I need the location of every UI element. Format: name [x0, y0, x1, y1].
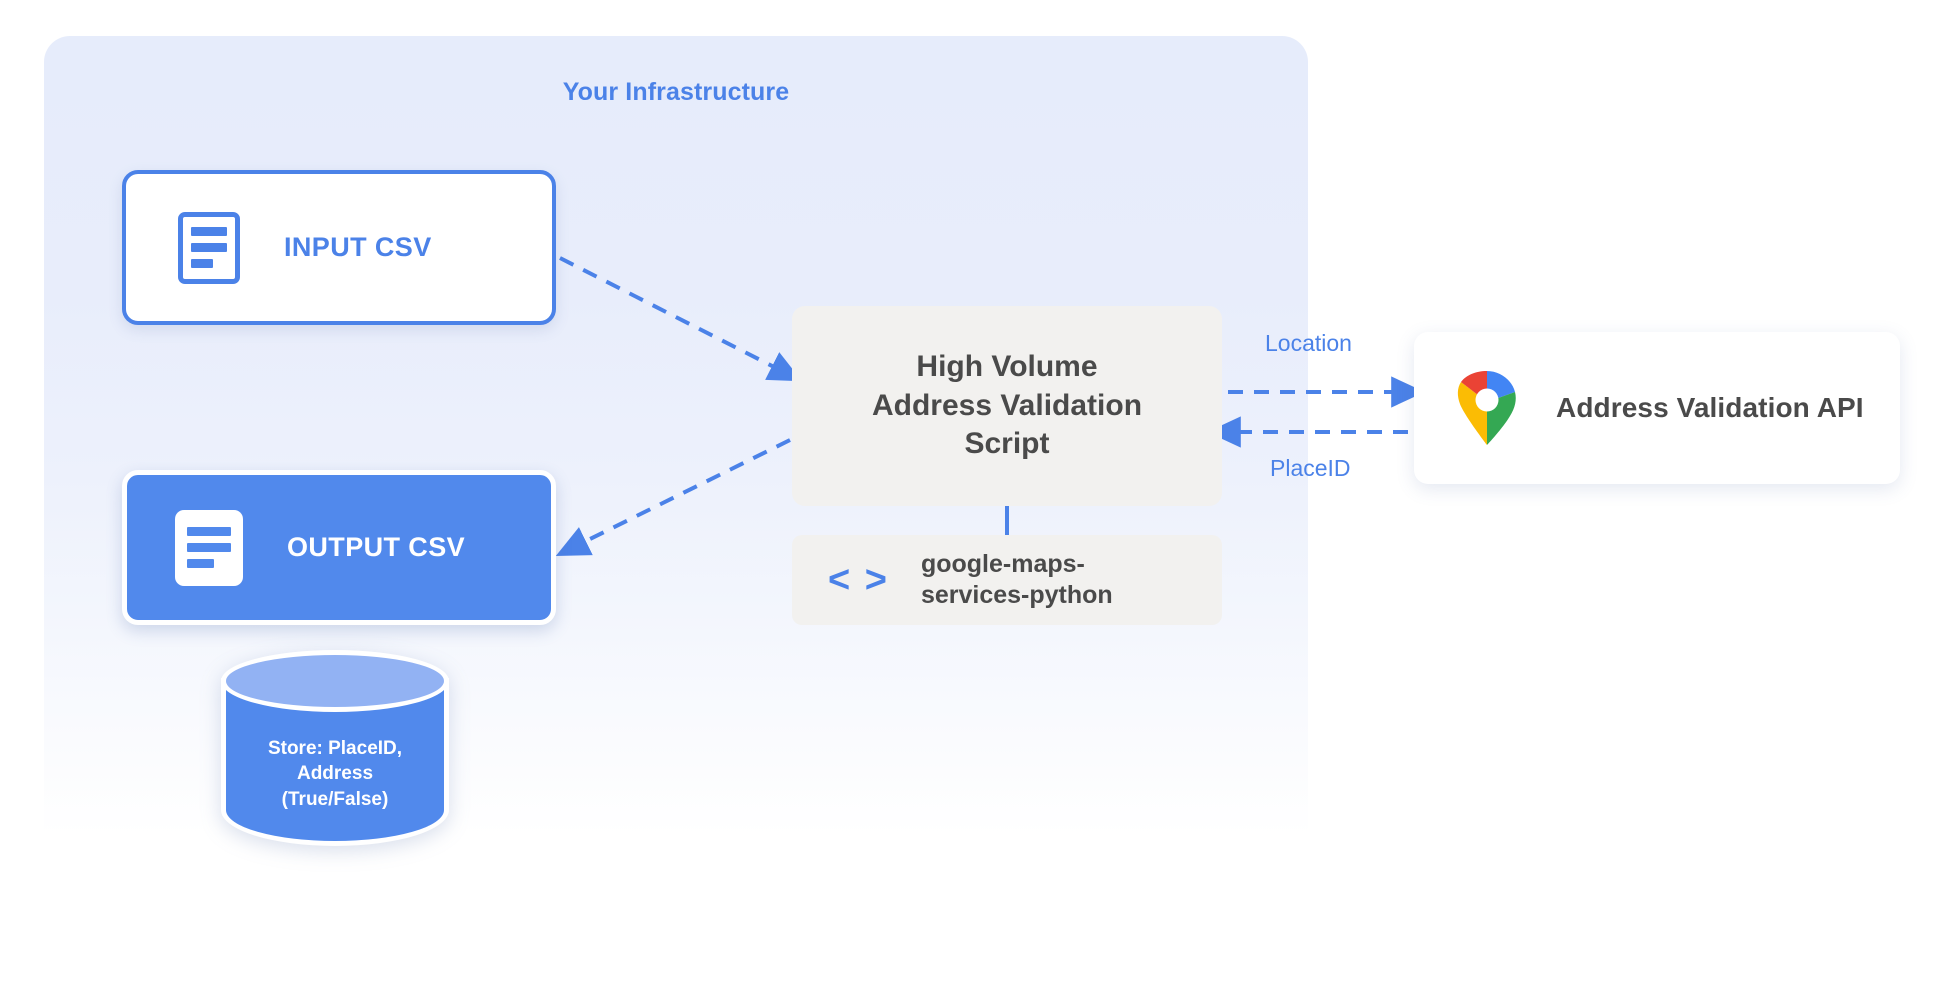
edge-script-to-library [1005, 506, 1009, 537]
script-line-1: High Volume [916, 350, 1098, 384]
node-input-csv[interactable]: INPUT CSV [122, 170, 556, 325]
client-library-label: google-maps- services-python [921, 549, 1113, 612]
edge-label-location: Location [1265, 330, 1352, 356]
node-address-validation-api[interactable]: Address Validation API [1414, 332, 1900, 484]
node-client-library[interactable]: < > google-maps- services-python [792, 535, 1222, 625]
node-validation-script[interactable]: High Volume Address Validation Script [792, 306, 1222, 506]
google-maps-pin-icon [1457, 371, 1516, 445]
input-csv-label: INPUT CSV [284, 232, 432, 262]
address-validation-api-label: Address Validation API [1556, 392, 1864, 423]
database-cylinder-icon [215, 648, 455, 870]
infrastructure-title: Your Infrastructure [562, 78, 790, 106]
library-line-2: services-python [920, 581, 1113, 609]
script-line-2: Address Validation [871, 388, 1143, 422]
library-line-1: google-maps- [920, 549, 1085, 578]
database-line-3: (True/False) [281, 788, 389, 810]
script-line-3: Script [964, 427, 1050, 461]
database-line-1: Store: PlaceID, [267, 738, 403, 759]
node-database-store[interactable]: Store: PlaceID, Address (True/False) [215, 648, 455, 870]
node-output-csv[interactable]: OUTPUT CSV [122, 470, 556, 625]
database-line-2: Address [296, 763, 374, 785]
document-lines-filled-icon [175, 509, 243, 586]
edge-label-placeid: PlaceID [1270, 455, 1351, 481]
database-store-label: Store: PlaceID, Address (True/False) [225, 736, 445, 812]
document-lines-outline-icon [178, 211, 240, 284]
output-csv-label: OUTPUT CSV [287, 532, 466, 562]
code-brackets-icon: < > [828, 559, 889, 601]
validation-script-label: High Volume Address Validation Script [872, 348, 1142, 463]
